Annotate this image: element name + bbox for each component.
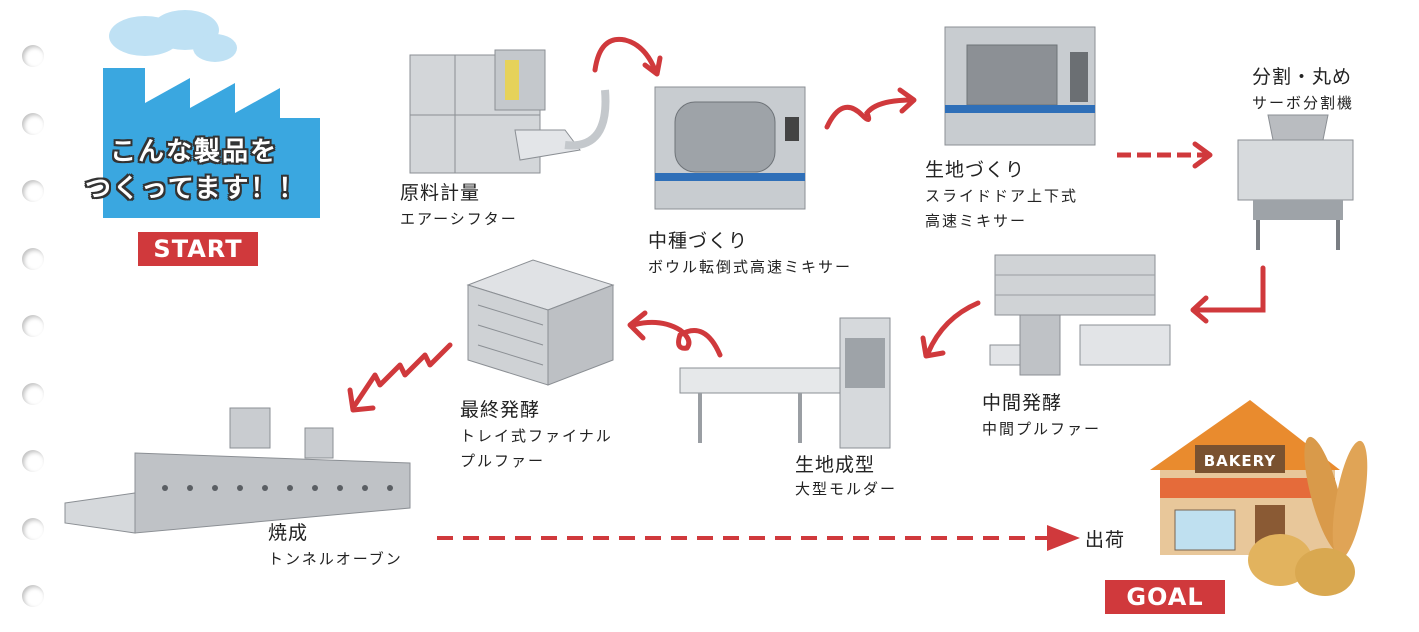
step-title: 生地成型	[795, 454, 876, 476]
step-subtitle: 大型モルダー	[795, 480, 898, 498]
binder-hole	[22, 113, 44, 135]
factory-illustration	[103, 10, 320, 218]
servo-divider-machine	[1237, 114, 1354, 250]
bakery-illustration	[1150, 400, 1368, 596]
start-line2: つくってます！！	[85, 174, 307, 204]
step-title: 中間発酵	[982, 392, 1063, 414]
binder-hole	[22, 248, 44, 270]
binder-hole	[22, 315, 44, 337]
arrow-3	[1117, 141, 1213, 169]
step-subtitle: サーボ分割機	[1252, 94, 1355, 112]
arrow-5	[920, 300, 981, 359]
start-line1: こんな製品を	[110, 137, 279, 167]
moulder-machine	[679, 317, 891, 449]
step-title: 原料計量	[400, 182, 481, 204]
air-sifter-machine	[409, 49, 610, 174]
step-subtitle: トンネルオーブン	[268, 550, 403, 568]
step-subtitle: プルファー	[460, 452, 546, 470]
step-subtitle: トレイ式ファイナル	[460, 427, 613, 445]
start-badge: START	[138, 232, 258, 266]
binder-hole	[22, 518, 44, 540]
step-shipping-title: 出荷	[1085, 529, 1126, 551]
bowl-mixer-machine	[654, 86, 806, 210]
arrow-4	[1190, 265, 1266, 324]
arrow-1	[592, 36, 663, 77]
intermediate-proofer-machine	[989, 254, 1171, 376]
step-subtitle: スライドドア上下式	[925, 187, 1079, 205]
step-subtitle: エアーシフター	[400, 210, 518, 228]
arrow-6	[627, 310, 723, 358]
step-subtitle: ボウル転倒式高速ミキサー	[648, 258, 853, 276]
step-title: 生地づくり	[925, 159, 1026, 181]
goal-badge: GOAL	[1105, 580, 1225, 614]
binder-hole	[22, 383, 44, 405]
binder-hole	[22, 585, 44, 607]
slide-door-mixer-machine	[944, 26, 1096, 146]
bakery-sign: BAKERY	[1203, 452, 1277, 470]
step-title: 中種づくり	[648, 230, 749, 252]
binder-hole	[22, 180, 44, 202]
step-title: 分割・丸め	[1252, 66, 1353, 88]
step-subtitle: 中間プルファー	[982, 420, 1102, 438]
tray-final-proofer-machine	[466, 259, 615, 386]
step-title: 最終発酵	[460, 399, 541, 421]
arrow-7	[347, 342, 453, 413]
step-subtitle: 高速ミキサー	[925, 212, 1028, 230]
arrow-2	[824, 87, 917, 130]
arrow-8	[437, 525, 1080, 551]
tunnel-oven-machine	[64, 407, 411, 534]
binder-hole	[22, 45, 44, 67]
binder-hole	[22, 450, 44, 472]
step-title: 焼成	[268, 522, 309, 544]
